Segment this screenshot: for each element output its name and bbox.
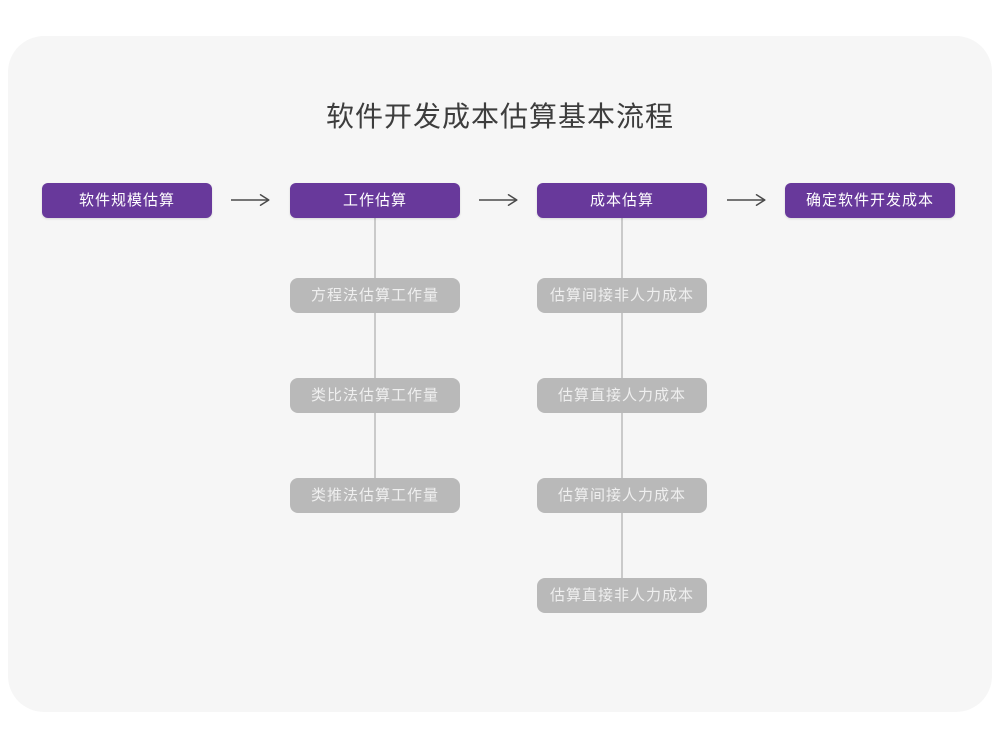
stage-box-work-estimation: 工作估算	[290, 183, 460, 218]
right-arrow-icon	[727, 194, 766, 206]
substep-box-analogy-method: 类比法估算工作量	[290, 378, 460, 413]
stage-box-determine-dev-cost: 确定软件开发成本	[785, 183, 955, 218]
substep-box-direct-nonlabor-cost: 估算直接非人力成本	[537, 578, 707, 613]
stage-box-cost-estimation: 成本估算	[537, 183, 707, 218]
diagram-title: 软件开发成本估算基本流程	[325, 101, 674, 132]
connector-line-work-estimation	[374, 218, 376, 496]
right-arrow-icon	[479, 194, 518, 206]
substep-box-direct-labor-cost: 估算直接人力成本	[537, 378, 707, 413]
substep-box-indirect-labor-cost: 估算间接人力成本	[537, 478, 707, 513]
stage-box-software-scale-estimation: 软件规模估算	[42, 183, 212, 218]
diagram-panel: 软件开发成本估算基本流程 软件规模估算 工作估算 成本估算 确定软件开发成本 方…	[8, 36, 992, 712]
substep-box-extrapolation-method: 类推法估算工作量	[290, 478, 460, 513]
substep-box-equation-method: 方程法估算工作量	[290, 278, 460, 313]
substep-box-indirect-nonlabor-cost: 估算间接非人力成本	[537, 278, 707, 313]
right-arrow-icon	[231, 194, 270, 206]
